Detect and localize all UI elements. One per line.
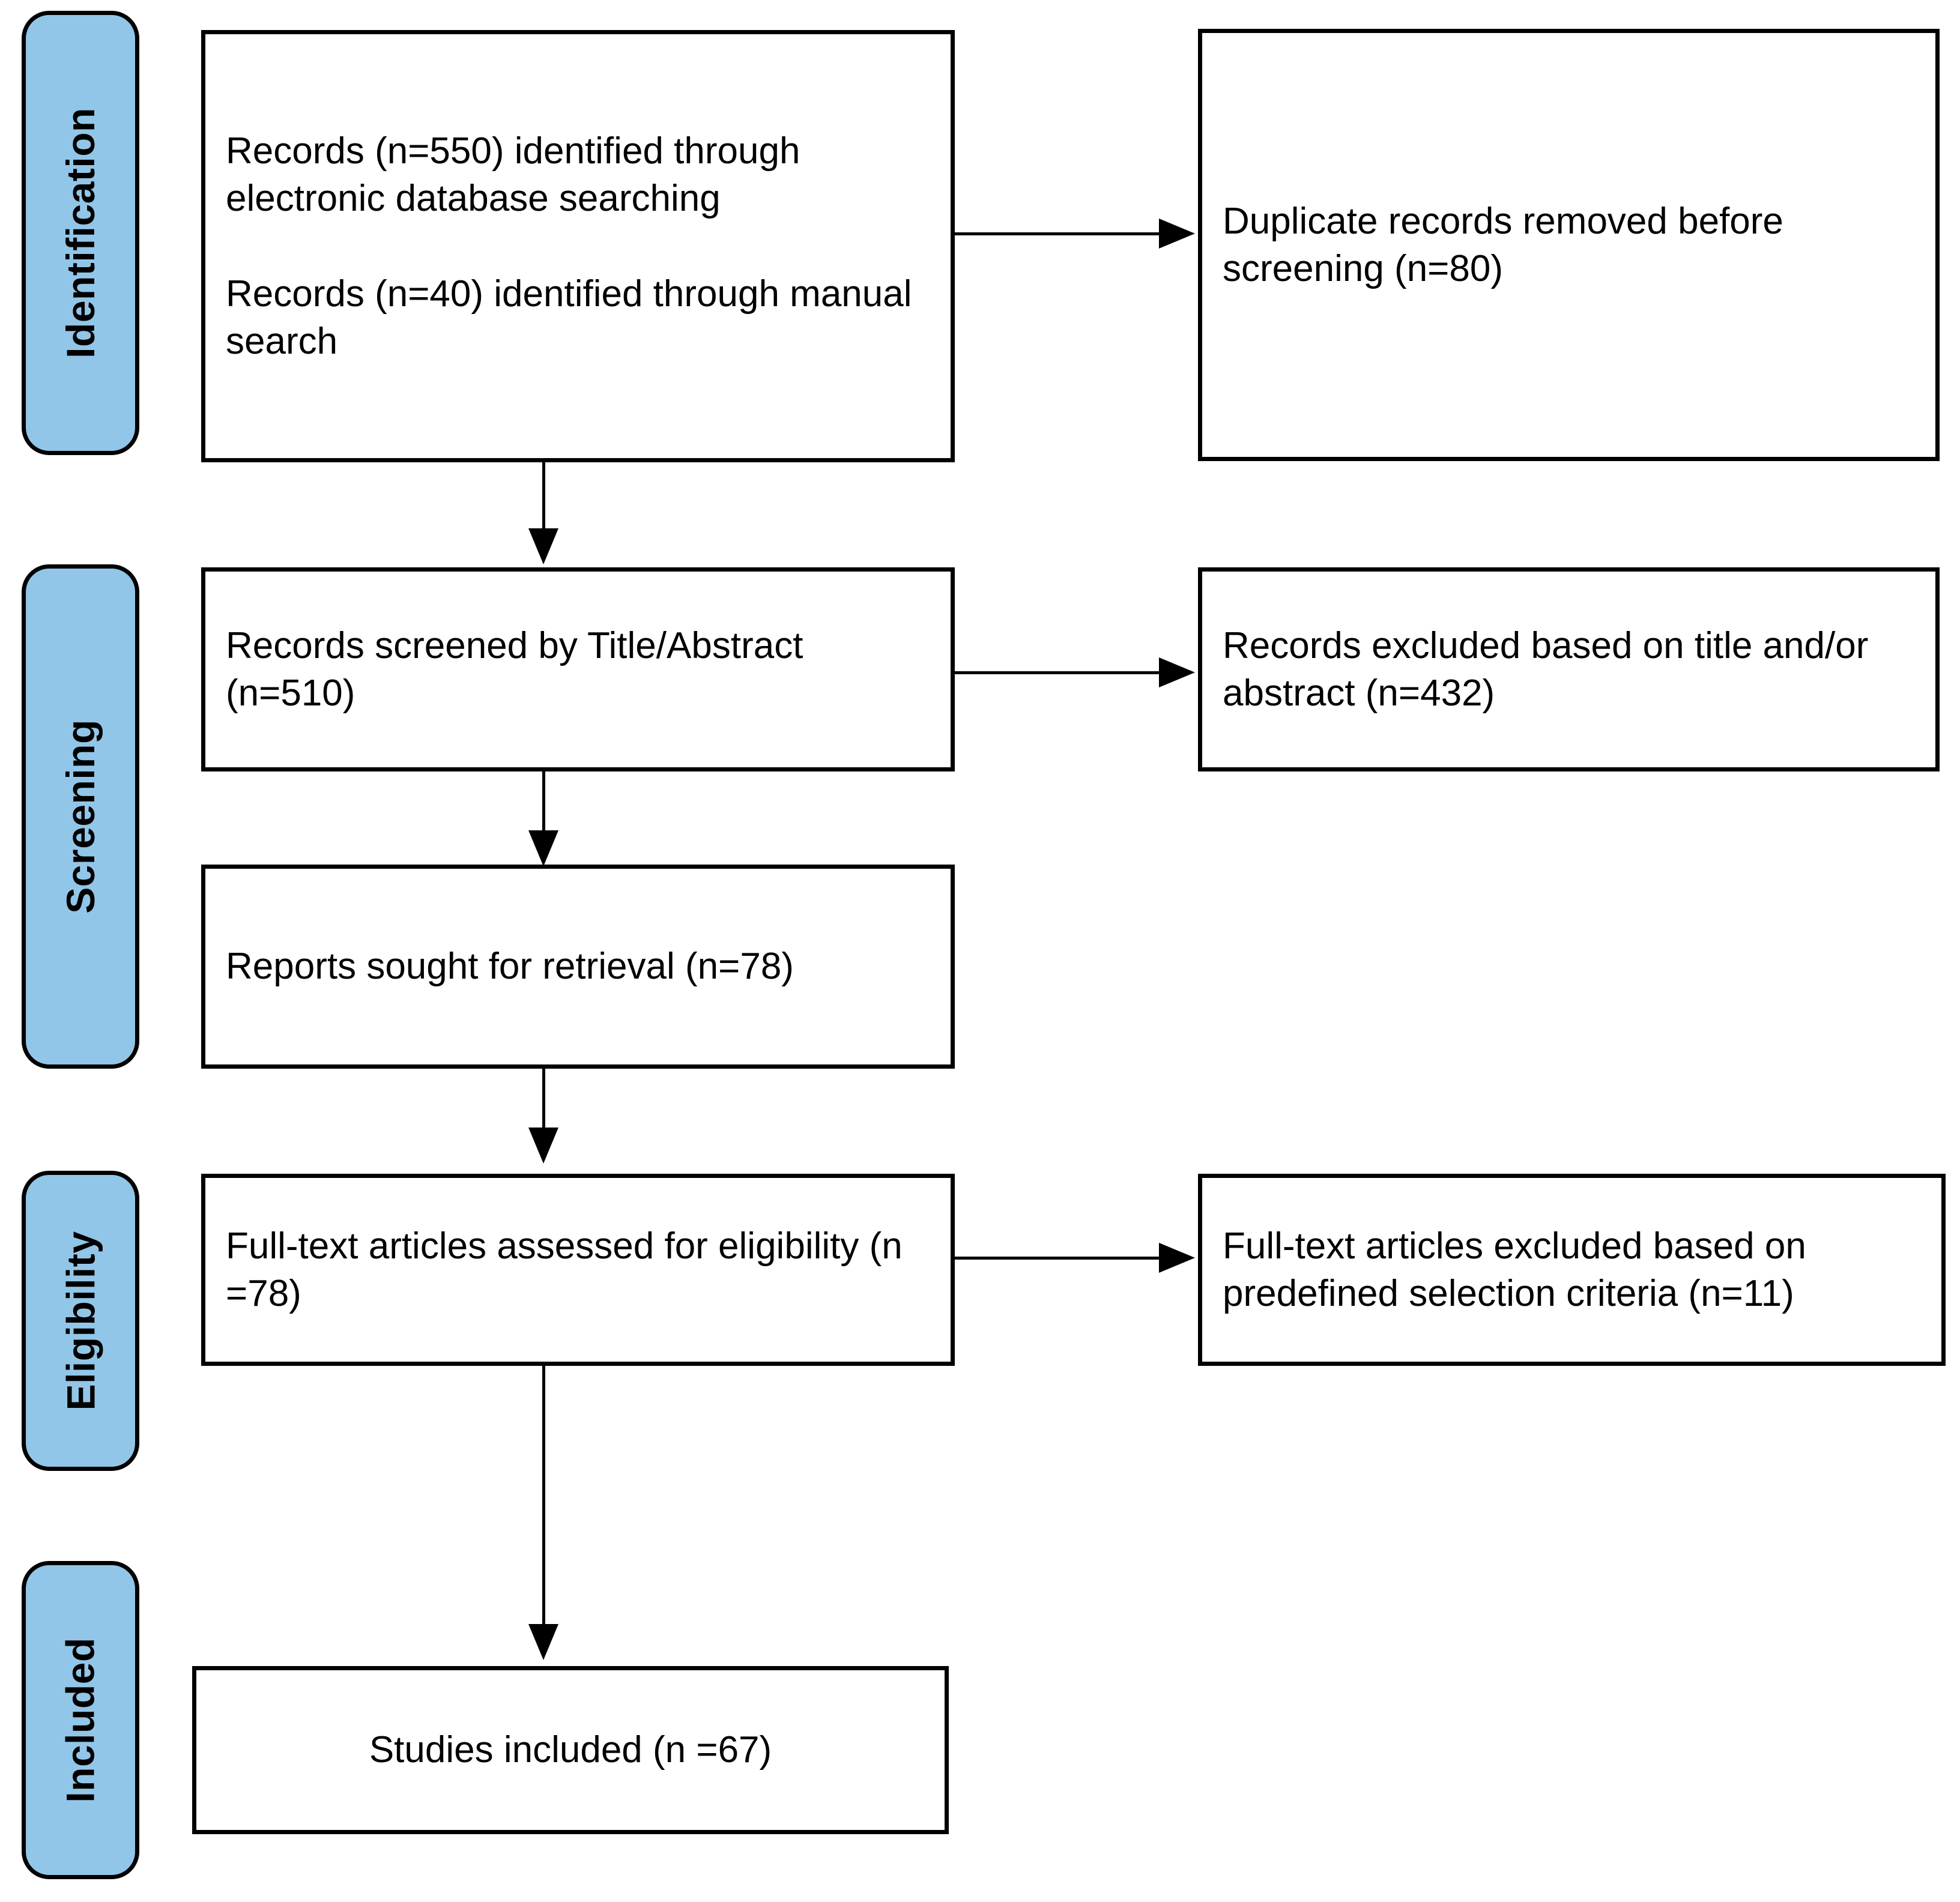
connector-identified-to-screened-line bbox=[542, 462, 545, 534]
box-records-screened-text: Records screened by Title/Abstract (n=51… bbox=[226, 624, 803, 714]
box-records-excluded-text: Records excluded based on title and/or a… bbox=[1223, 624, 1869, 714]
box-fulltext-assessed-text: Full-text articles assessed for eligibil… bbox=[226, 1225, 903, 1314]
box-studies-included-text: Studies included (n =67) bbox=[369, 1729, 772, 1771]
stage-pill-included: Included bbox=[22, 1561, 139, 1879]
stage-label-identification: Identification bbox=[58, 107, 103, 358]
box-fulltext-excluded-text: Full-text articles excluded based on pre… bbox=[1223, 1225, 1806, 1314]
box-records-identified-text: Records (n=550) identified through elect… bbox=[226, 130, 912, 363]
stage-pill-eligibility: Eligibility bbox=[22, 1171, 139, 1471]
connector-fulltext-to-included-arrowhead bbox=[528, 1624, 558, 1660]
connector-reports-to-fulltext-line bbox=[542, 1067, 545, 1134]
stage-label-eligibility: Eligibility bbox=[58, 1231, 103, 1411]
connector-identified-to-duplicates-arrowhead bbox=[1159, 219, 1195, 249]
box-studies-included: Studies included (n =67) bbox=[192, 1666, 949, 1834]
connector-screened-to-reports-arrowhead bbox=[528, 830, 558, 866]
stage-pill-screening: Screening bbox=[22, 564, 139, 1069]
box-fulltext-excluded: Full-text articles excluded based on pre… bbox=[1198, 1174, 1946, 1366]
box-fulltext-assessed: Full-text articles assessed for eligibil… bbox=[201, 1174, 955, 1366]
stage-label-screening: Screening bbox=[58, 719, 103, 914]
connector-fulltext-to-excluded-arrowhead bbox=[1159, 1243, 1195, 1273]
stage-pill-identification: Identification bbox=[22, 11, 139, 455]
connector-fulltext-to-excluded-line bbox=[955, 1257, 1162, 1260]
box-reports-sought: Reports sought for retrieval (n=78) bbox=[201, 865, 955, 1069]
connector-screened-to-reports-line bbox=[542, 770, 545, 836]
connector-fulltext-to-included-line bbox=[542, 1366, 545, 1630]
box-records-identified: Records (n=550) identified through elect… bbox=[201, 30, 955, 462]
connector-screened-to-excluded-line bbox=[955, 671, 1162, 674]
connector-identified-to-screened-arrowhead bbox=[528, 528, 558, 564]
connector-identified-to-duplicates-line bbox=[955, 232, 1162, 235]
stage-label-included: Included bbox=[58, 1637, 103, 1803]
box-records-excluded: Records excluded based on title and/or a… bbox=[1198, 567, 1940, 771]
box-duplicates-removed-text: Duplicate records removed before screeni… bbox=[1223, 200, 1783, 289]
box-records-screened: Records screened by Title/Abstract (n=51… bbox=[201, 567, 955, 771]
connector-reports-to-fulltext-arrowhead bbox=[528, 1128, 558, 1164]
box-reports-sought-text: Reports sought for retrieval (n=78) bbox=[226, 946, 794, 988]
connector-screened-to-excluded-arrowhead bbox=[1159, 657, 1195, 687]
box-duplicates-removed: Duplicate records removed before screeni… bbox=[1198, 29, 1940, 461]
